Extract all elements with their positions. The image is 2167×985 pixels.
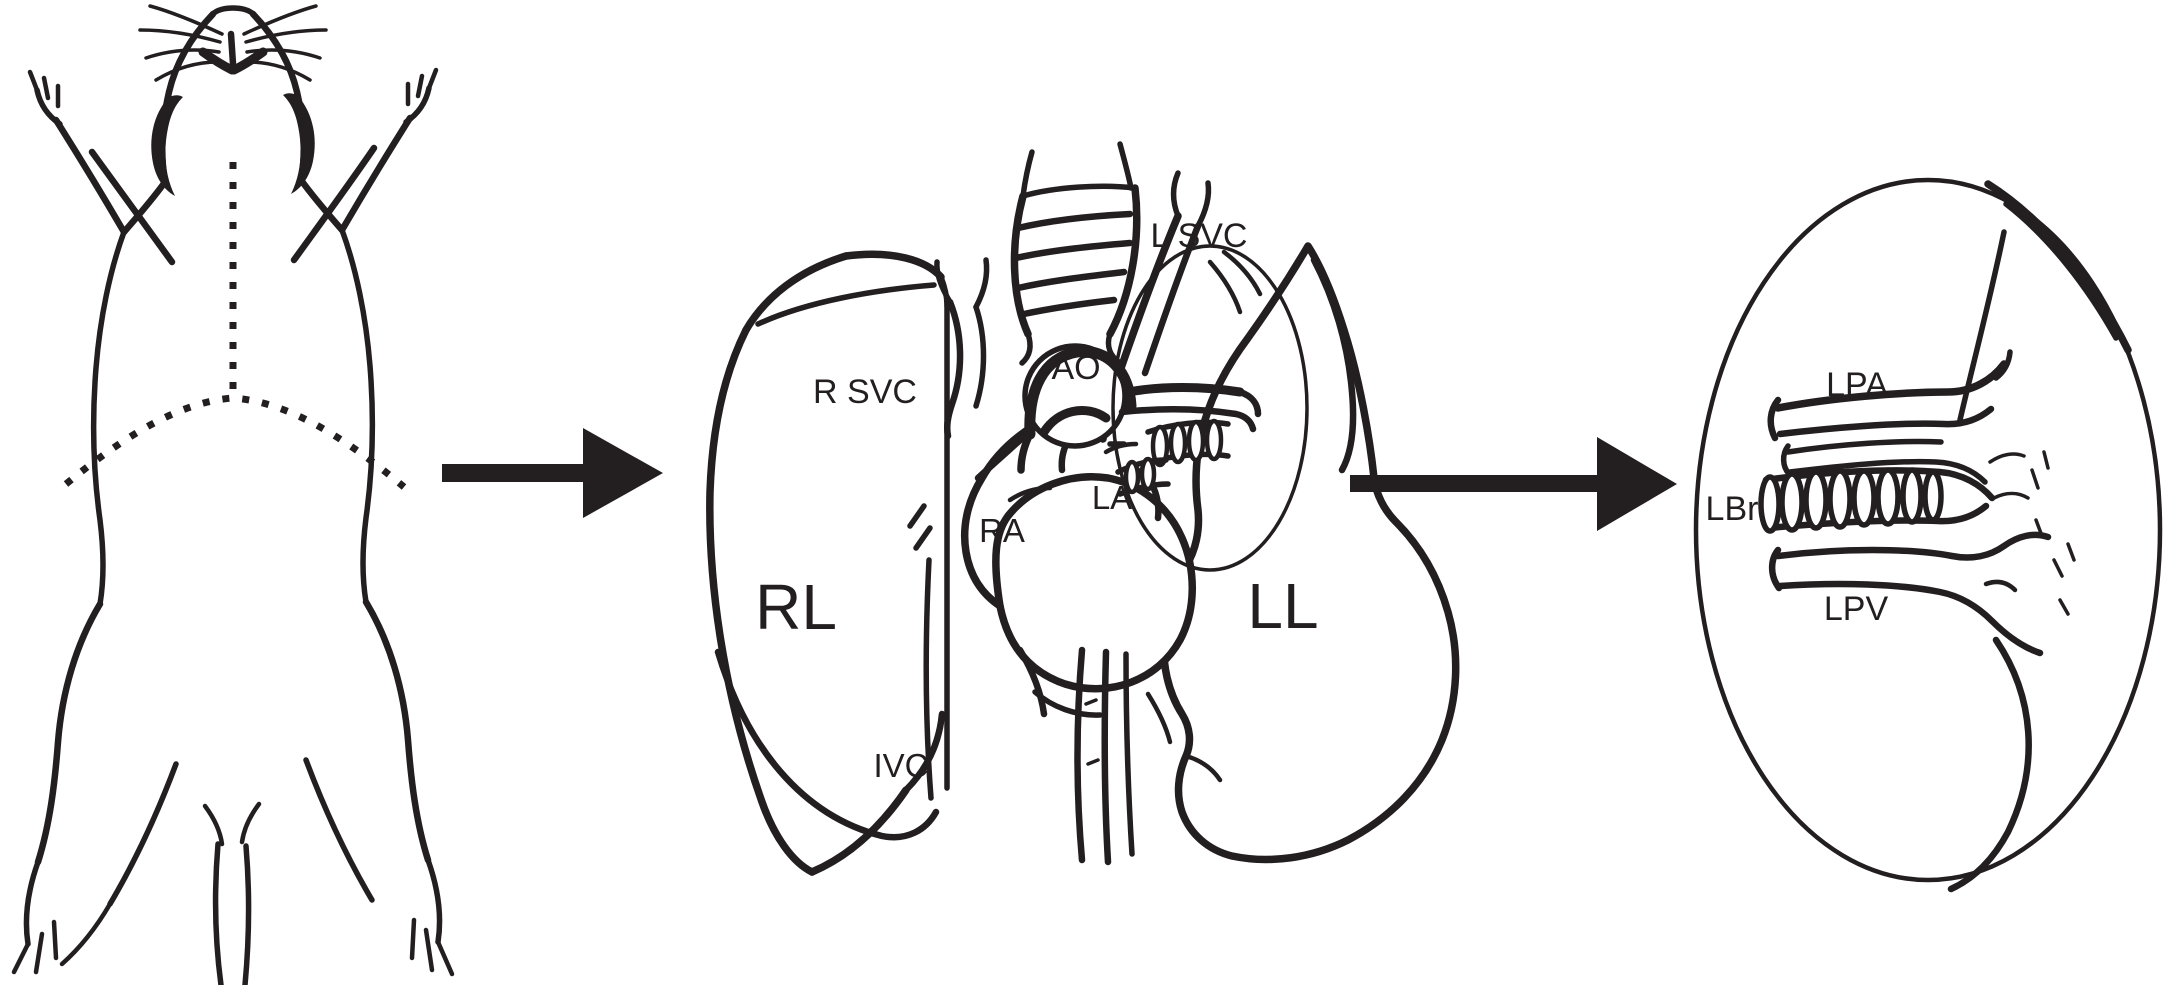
arrow-right-icon: [1350, 437, 1677, 531]
tracheal-rings: [1012, 210, 1134, 318]
torso: [90, 227, 376, 607]
right-ear: [283, 93, 315, 194]
hindlimbs: [11, 598, 455, 985]
right-lung-outline: [706, 250, 950, 876]
magnified-hilum-ellipse: [1693, 177, 2163, 883]
left-hilum-structures: [1103, 383, 1262, 497]
tail-right-edge: [242, 843, 252, 985]
right-svc-vessel: [934, 257, 990, 440]
esophagus-descending-vessels: [1016, 646, 1135, 866]
trachea: [1010, 141, 1141, 366]
mouse-panel: [11, 4, 455, 985]
magnified-hilum-panel: LPA LBr LPV: [1693, 177, 2163, 893]
lpv-vessel: [1768, 531, 2052, 657]
magnifier-circle: [1111, 244, 1309, 572]
label-lpv: LPV: [1824, 590, 1889, 628]
whiskers: [138, 4, 328, 82]
ventricle: [992, 473, 1196, 693]
hilar-root-texture: [1988, 450, 2076, 616]
intermediate-vessel: [1780, 438, 1988, 485]
retracted-lung-edge: [1957, 180, 2132, 423]
left-lung-outline: [1159, 242, 1460, 864]
tail-left-edge: [212, 841, 224, 985]
left-bronchus: [1758, 467, 1996, 534]
forelimbs: [27, 67, 439, 266]
label-ivc: IVC: [873, 747, 928, 784]
label-ao: AO: [1051, 349, 1100, 387]
lung-lower-surface: [1947, 636, 2032, 893]
label-r-svc: R SVC: [813, 373, 917, 411]
label-lbr: LBr: [1706, 490, 1759, 528]
label-la: LA: [1092, 479, 1132, 516]
label-ll: LL: [1247, 570, 1318, 642]
lpa-vessel: [1767, 349, 2013, 442]
transverse-incision-dotted-line: [63, 394, 407, 490]
thorax-panel: L SVC R SVC AO LA RA RL LL IVC: [706, 141, 1460, 876]
label-rl: RL: [755, 571, 837, 643]
label-lpa: LPA: [1826, 366, 1888, 404]
ivc-vessel: [923, 557, 934, 801]
aortic-arch: [1017, 343, 1137, 474]
label-ra: RA: [979, 512, 1025, 549]
left-ear: [151, 95, 183, 196]
arrow-right-icon: [442, 428, 663, 518]
label-l-svc: L SVC: [1150, 217, 1247, 255]
right-atrium-outline: [960, 414, 1052, 610]
nose-line: [227, 30, 237, 68]
